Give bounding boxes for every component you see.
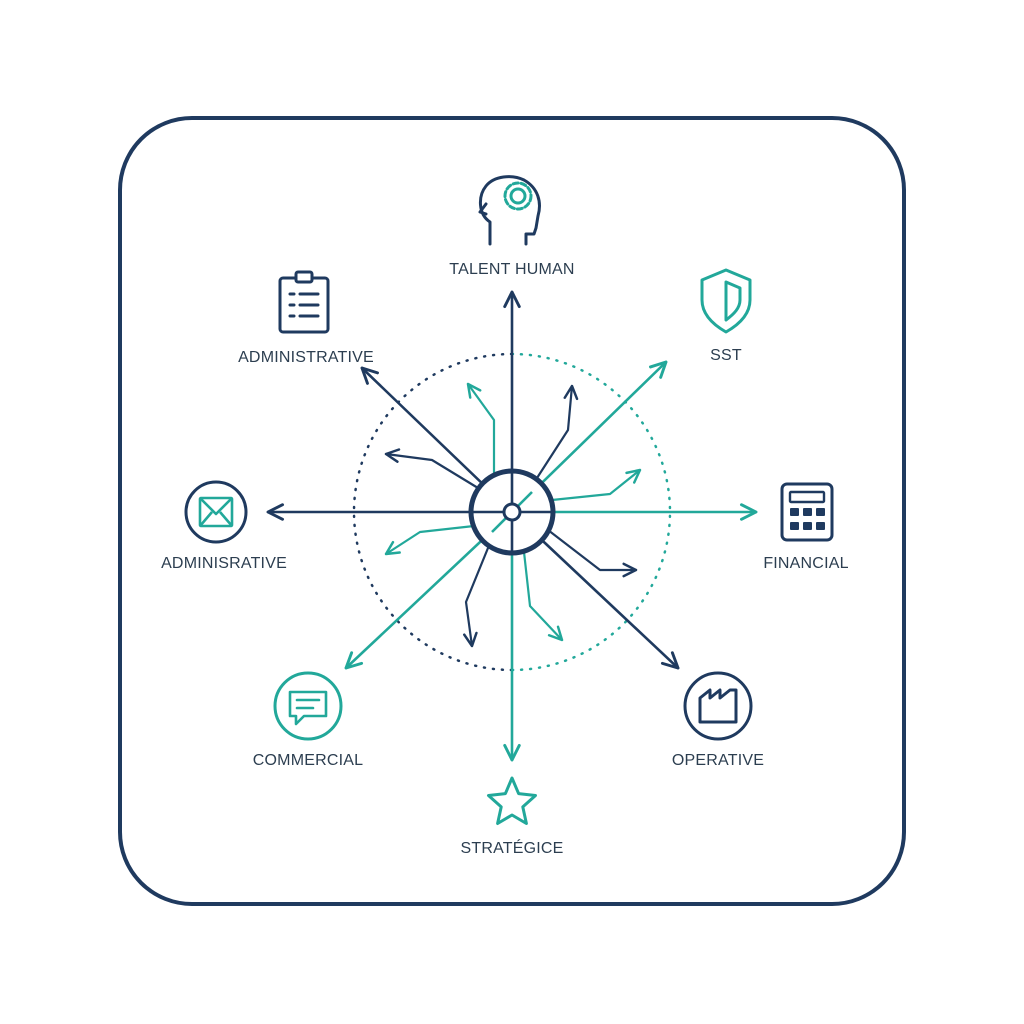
- label-operative: OPERATIVE: [672, 752, 764, 769]
- shield-icon: [700, 268, 752, 334]
- inner-arrow: [522, 550, 564, 642]
- label-talent-human: TALENT HUMAN: [449, 261, 574, 278]
- envelope-icon: [198, 496, 234, 528]
- inner-arrows: [384, 382, 642, 648]
- calculator-icon: [780, 482, 834, 542]
- label-commercial: COMMERCIAL: [253, 752, 363, 769]
- inner-arrow: [384, 448, 480, 490]
- factory-icon: [698, 688, 738, 724]
- node-operative: OPERATIVE: [672, 671, 764, 769]
- inner-arrow: [535, 384, 579, 480]
- node-administrative-left: ADMINISRATIVE: [161, 480, 287, 572]
- label-administrative-left: ADMINISRATIVE: [161, 555, 287, 572]
- label-administrative-top: ADMINISTRATIVE: [238, 349, 374, 366]
- node-administrative-top: ADMINISTRATIVE: [238, 270, 374, 366]
- head-gear-icon: [478, 175, 541, 246]
- node-financial: FINANCIAL: [763, 482, 848, 572]
- inner-arrow: [466, 382, 496, 484]
- inner-arrow: [546, 528, 638, 578]
- label-sst: SST: [710, 347, 742, 364]
- label-financial: FINANCIAL: [763, 555, 848, 572]
- central-hub: [468, 468, 556, 556]
- star-icon: [487, 776, 537, 825]
- label-strategic: STRATÉGICE: [460, 838, 563, 857]
- chat-bubble-icon: [288, 690, 328, 726]
- clipboard-checklist-icon: [278, 270, 330, 334]
- node-strategic: STRATÉGICE: [460, 776, 563, 857]
- inner-arrow: [462, 546, 490, 648]
- inner-arrow: [550, 468, 642, 502]
- node-talent-human: TALENT HUMAN: [449, 175, 574, 278]
- node-sst: SST: [700, 268, 752, 364]
- inner-arrow: [384, 524, 476, 556]
- node-commercial: COMMERCIAL: [253, 671, 363, 769]
